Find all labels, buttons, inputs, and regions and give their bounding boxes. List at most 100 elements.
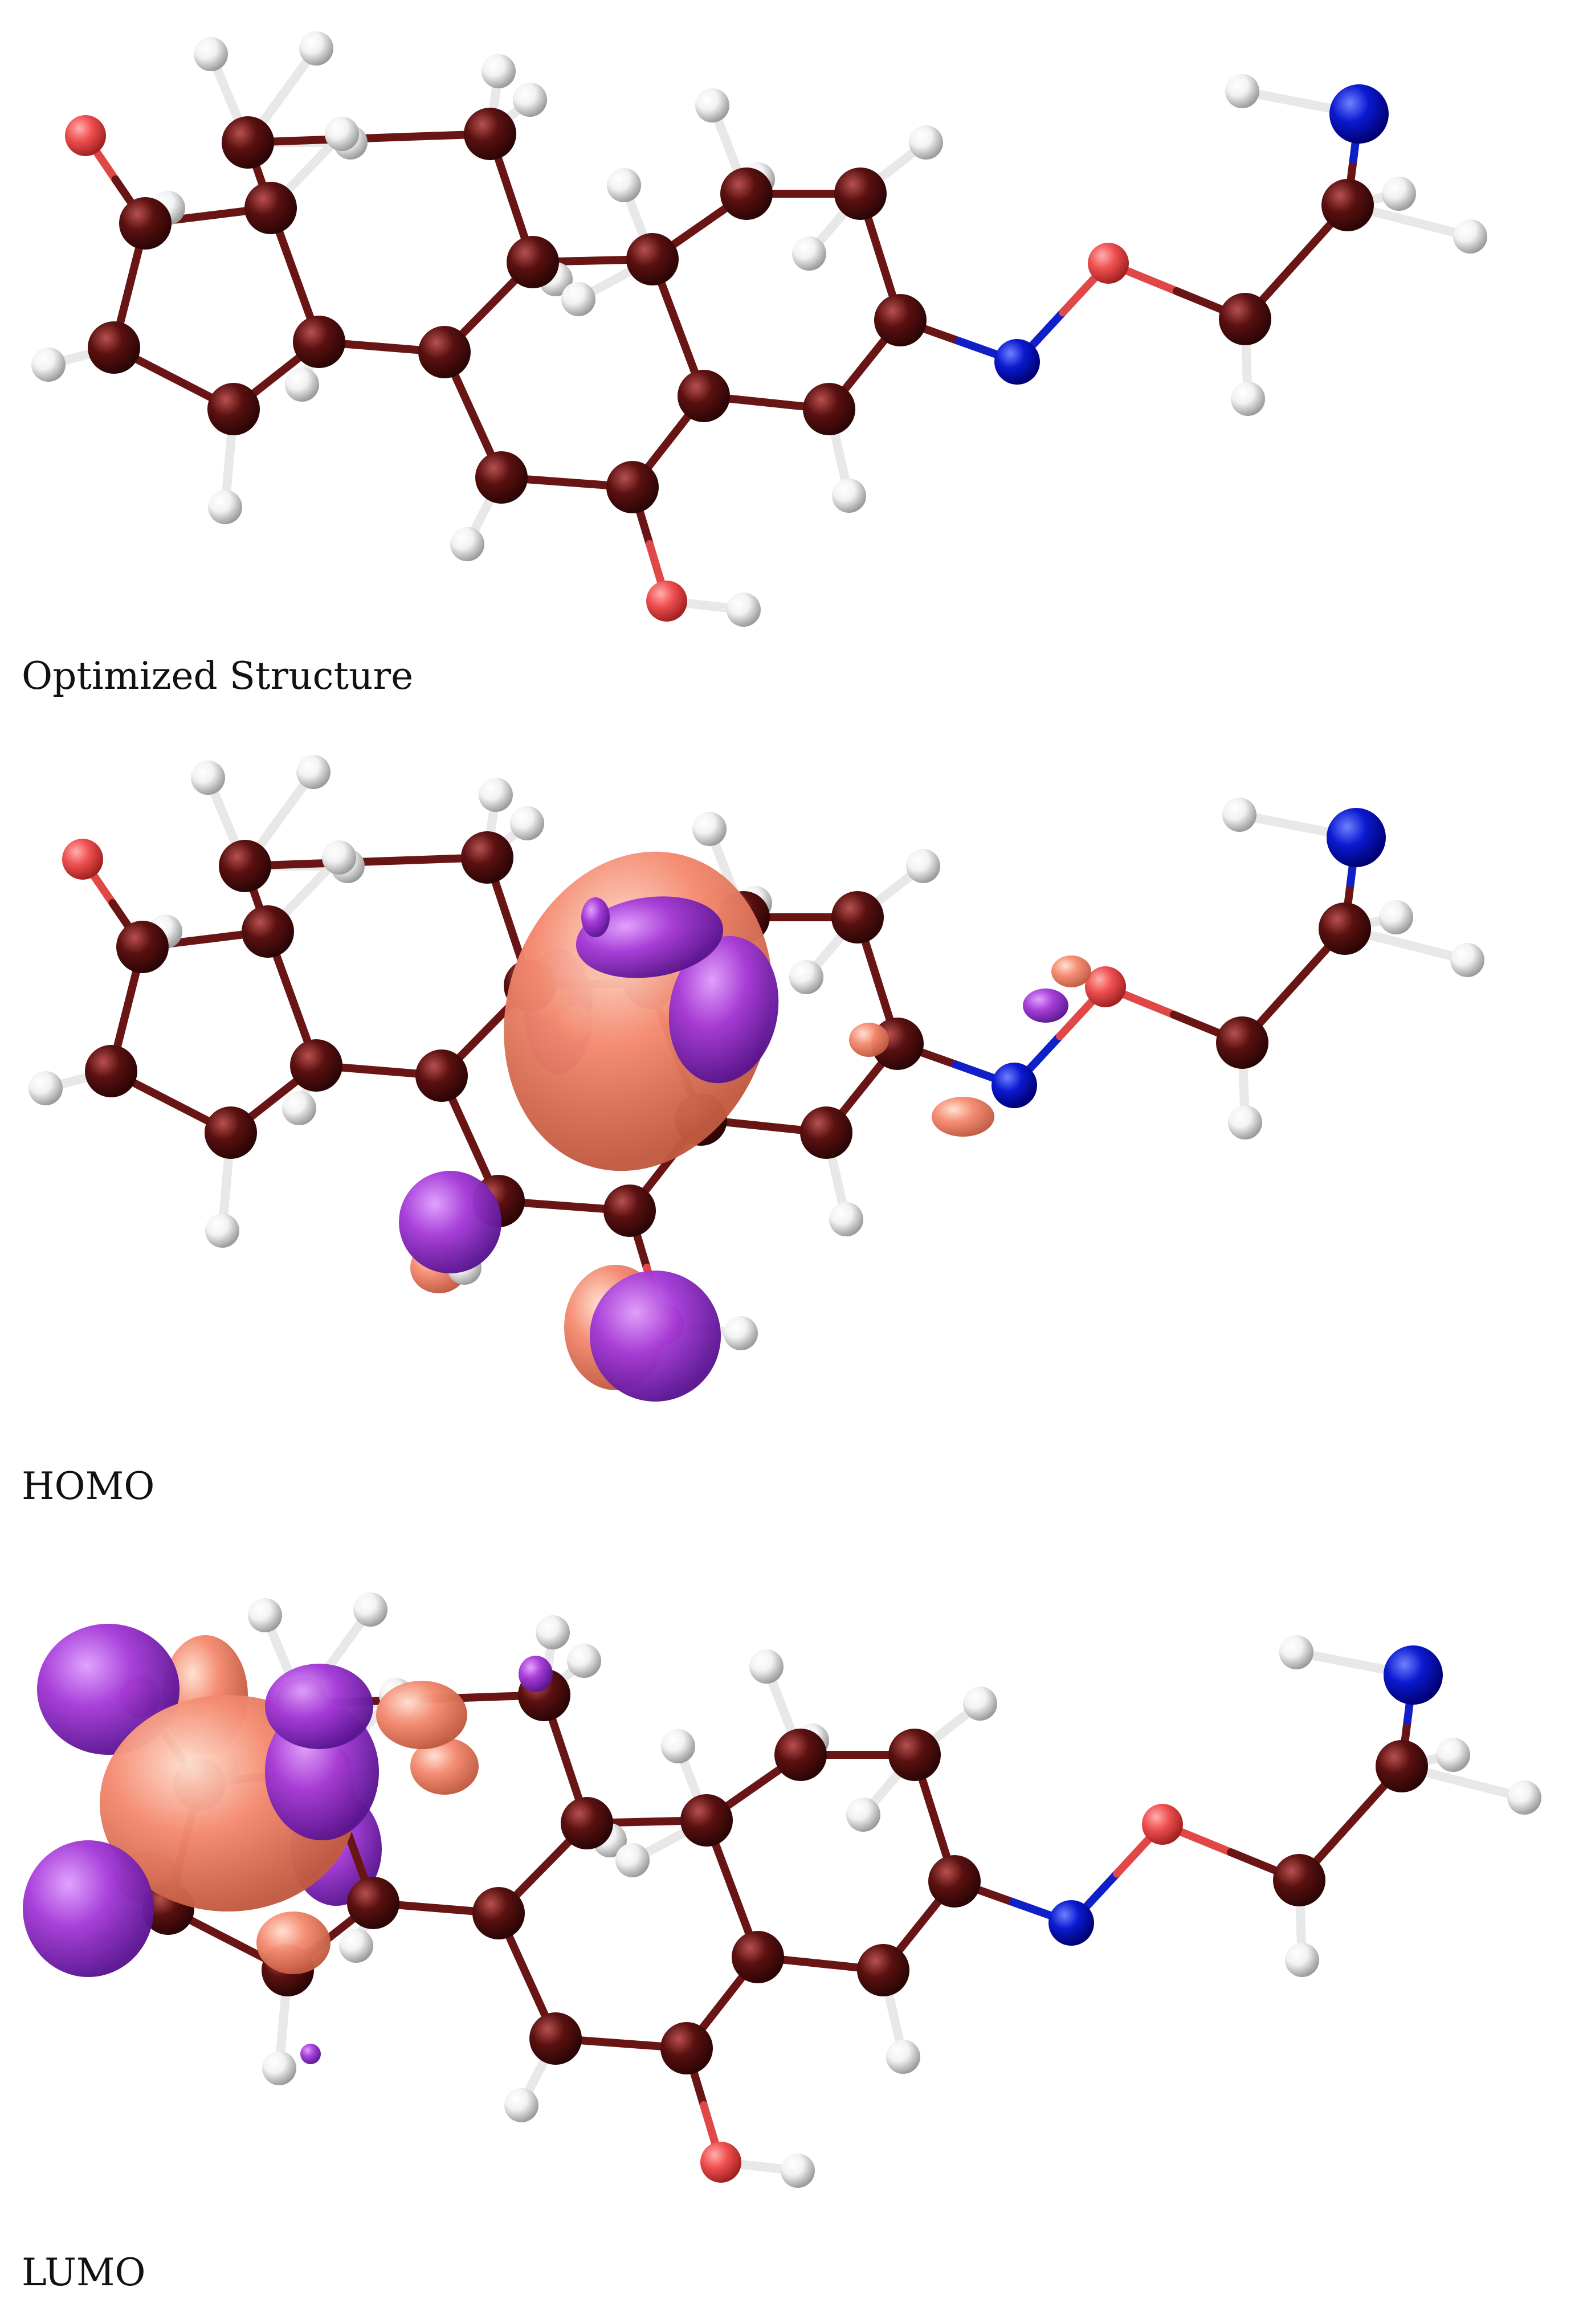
carbon-atom xyxy=(244,182,297,234)
carbon-atom xyxy=(928,1855,981,1908)
carbon-atom xyxy=(561,1797,613,1849)
hydrogen-atom xyxy=(1228,1105,1262,1139)
hydrogen-atom xyxy=(846,1798,880,1832)
hydrogen-atom xyxy=(285,367,319,402)
carbon-atom xyxy=(205,1106,257,1159)
hydrogen-atom xyxy=(886,2040,920,2074)
carbon-atom xyxy=(1319,902,1371,955)
hydrogen-atom xyxy=(299,31,333,66)
carbon-atom xyxy=(626,233,679,285)
negative-phase-lobe xyxy=(300,2044,321,2064)
carbon-atom xyxy=(219,840,271,892)
carbon-atom xyxy=(88,321,140,374)
optimized-structure-panel: Optimized Structure xyxy=(0,0,1579,724)
hydrogen-atom xyxy=(248,1598,282,1632)
negative-phase-lobe xyxy=(590,1271,721,1402)
hydrogen-atom xyxy=(450,527,484,561)
hydrogen-atom xyxy=(789,960,823,994)
homo-panel: HOMO xyxy=(0,724,1579,1538)
hydrogen-atom xyxy=(1507,1780,1541,1815)
carbon-atom xyxy=(1321,179,1374,231)
positive-phase-lobe xyxy=(256,1912,331,1974)
hydrogen-atom xyxy=(513,83,547,117)
carbon-atom xyxy=(874,294,927,346)
oxygen-atom xyxy=(65,115,106,156)
hydrogen-atom xyxy=(282,1091,316,1125)
hydrogen-atom xyxy=(322,840,356,875)
nitrogen-atom xyxy=(992,1063,1037,1108)
carbon-atom xyxy=(529,2012,582,2065)
negative-phase-lobe xyxy=(399,1171,501,1273)
optimized-structure-molecule xyxy=(31,31,1487,627)
hydrogen-atom xyxy=(832,479,866,513)
oxygen-atom xyxy=(1088,243,1129,284)
hydrogen-atom xyxy=(727,593,761,627)
carbon-atom xyxy=(831,891,884,944)
hydrogen-atom xyxy=(28,1071,63,1105)
hydrogen-atom xyxy=(191,761,225,795)
carbon-atom xyxy=(1376,1740,1428,1792)
nitrogen-atom xyxy=(1329,84,1389,144)
carbon-atom xyxy=(800,1106,852,1159)
carbon-atom xyxy=(116,921,169,973)
carbon-atom xyxy=(242,905,294,958)
hydrogen-atom xyxy=(208,490,242,524)
nitrogen-atom xyxy=(1327,808,1386,867)
hydrogen-atom xyxy=(325,117,359,151)
heavy-atom-group xyxy=(62,808,1386,1345)
hydrogen-atom xyxy=(353,1592,387,1627)
hydrogen-atom xyxy=(262,2051,296,2085)
negative-phase-lobe xyxy=(23,1840,154,1977)
nitrogen-atom xyxy=(994,339,1040,385)
negative-phase-lobe xyxy=(668,936,779,1084)
lumo-panel: LUMO xyxy=(0,1538,1579,2324)
oxygen-atom xyxy=(1085,966,1126,1007)
hydrogen-atom xyxy=(1279,1635,1313,1669)
hydrogen-atom xyxy=(479,778,513,812)
hydrogen-atom xyxy=(724,1316,758,1350)
carbon-atom xyxy=(803,383,855,435)
carbon-atom xyxy=(680,1794,733,1847)
carbon-atom xyxy=(603,1185,656,1237)
carbon-atom xyxy=(207,383,260,435)
hydrogen-atom xyxy=(1222,798,1256,832)
positive-phase-lobe xyxy=(410,1738,479,1795)
carbon-atom xyxy=(293,316,345,368)
hydrogen-atom xyxy=(510,806,544,840)
hydrogen-atom xyxy=(536,1615,570,1649)
hydrogen-atom xyxy=(781,2154,815,2188)
optimized-structure-caption: Optimized Structure xyxy=(22,654,414,698)
positive-phase-lobe xyxy=(932,1097,994,1137)
hydrogen-atom xyxy=(561,282,595,316)
hydrogen-atom xyxy=(695,88,729,122)
hydrogen-atom xyxy=(1379,900,1413,934)
hydrogen-atom xyxy=(792,236,826,271)
hydrogen-atom xyxy=(567,1644,601,1678)
hydrogen-atom xyxy=(205,1214,239,1248)
hydrogen-atom xyxy=(1231,382,1265,416)
carbon-atom xyxy=(472,1887,525,1939)
hydrogen-atom xyxy=(1436,1738,1470,1772)
oxygen-atom xyxy=(700,2142,741,2183)
carbon-atom xyxy=(1219,293,1271,345)
hydrogen-atom xyxy=(339,1929,373,1963)
homo-caption: HOMO xyxy=(22,1464,155,1508)
homo-orbital-molecule xyxy=(28,755,1484,1402)
negative-phase-lobe xyxy=(576,896,724,978)
hydrogen-atom xyxy=(909,125,943,160)
hydrogen-atom xyxy=(615,1843,650,1877)
positive-phase-lobe xyxy=(849,1023,889,1057)
carbon-atom xyxy=(720,168,773,220)
negative-phase-lobe xyxy=(1023,989,1068,1023)
carbon-atom xyxy=(461,831,513,884)
carbon-atom xyxy=(85,1045,137,1097)
hydrogen-atom xyxy=(661,1729,695,1763)
carbon-atom xyxy=(732,1931,784,1983)
carbon-atom xyxy=(857,1944,909,1996)
carbon-atom xyxy=(464,108,516,160)
carbon-atom xyxy=(347,1877,399,1929)
hydrogen-atom xyxy=(906,849,940,883)
carbon-atom xyxy=(1273,1854,1325,1906)
oxygen-atom xyxy=(62,839,103,880)
lumo-orbital-molecule xyxy=(23,1592,1541,2188)
